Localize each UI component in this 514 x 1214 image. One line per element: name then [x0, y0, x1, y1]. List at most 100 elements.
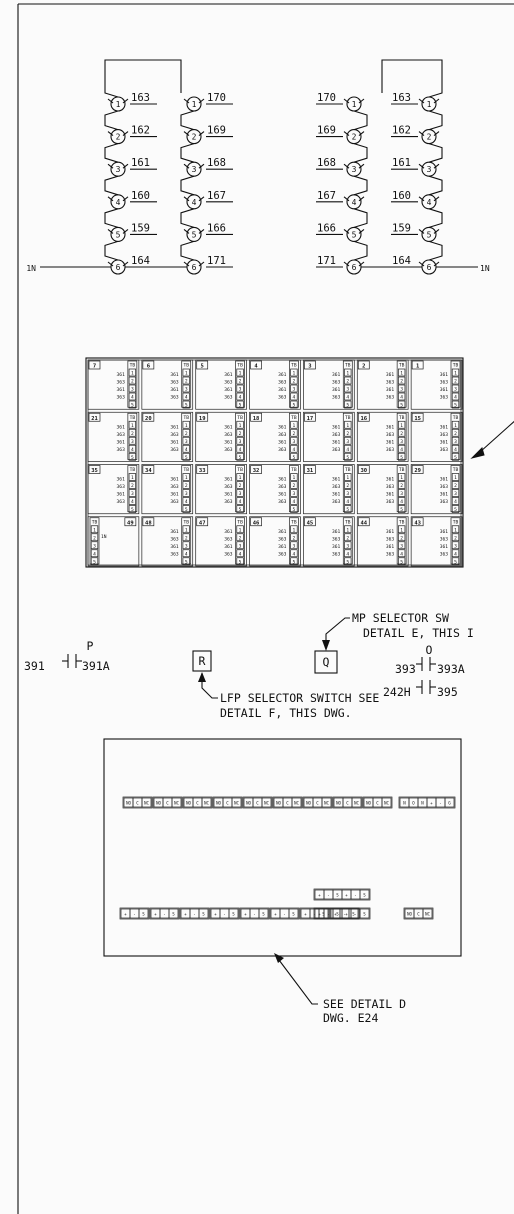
bottom-strip-label: - — [253, 911, 255, 916]
tb-terminal — [290, 428, 298, 437]
contact-number: 4 — [116, 198, 121, 207]
tb-strip — [396, 517, 407, 565]
tb-terminal — [344, 549, 352, 558]
tb-terminal — [451, 489, 460, 497]
tb-terminal-number: 5 — [293, 559, 296, 565]
cell-wire-label: 361 — [278, 387, 287, 393]
tb-terminal — [128, 489, 137, 497]
contact-arm — [358, 98, 365, 104]
relay-strip-frame — [272, 796, 303, 809]
cell-number: 43 — [414, 520, 421, 526]
tb-terminal-number: 4 — [239, 499, 242, 505]
bottom-strip-cell — [168, 908, 179, 919]
relay-strip-cell — [231, 797, 242, 808]
tb-strip — [181, 517, 192, 565]
cell-number: 19 — [199, 416, 206, 422]
feed-label: 1N — [480, 264, 490, 273]
cell-number-box — [88, 465, 101, 474]
tb-terminal — [290, 541, 298, 550]
tb-terminal — [344, 489, 352, 497]
tb-terminal — [182, 444, 190, 453]
tb-terminal — [451, 392, 460, 401]
cell-wire-label: 361 — [386, 387, 395, 393]
bottom-strip-label: + — [124, 911, 127, 916]
relay-strip-label: NO — [336, 800, 341, 805]
contact-number: 3 — [192, 165, 197, 174]
cell-wire-label: 363 — [440, 432, 449, 438]
cell-wire-label: 363 — [278, 380, 287, 386]
wire-label: 164 — [392, 255, 411, 267]
tb-label: TB — [291, 415, 297, 421]
cell-number-box — [304, 360, 316, 370]
upper-stack-strip-label: + — [318, 892, 321, 897]
tb-terminal-number: 2 — [185, 379, 188, 385]
tb-label: TB — [453, 467, 459, 473]
tb-terminal — [451, 533, 460, 542]
tb-terminal-number: 5 — [346, 507, 349, 513]
cell-wire-label: 361 — [332, 372, 341, 378]
tb-terminal — [182, 376, 190, 385]
top-right-strip-label: - — [439, 800, 441, 805]
tb-terminal — [451, 452, 460, 461]
relay-strip-label: NO — [276, 800, 281, 805]
cell-wire-label: 363 — [386, 395, 395, 401]
tb-terminal-number: 2 — [185, 431, 188, 437]
bottom-strip-frame — [179, 907, 210, 920]
ladder-link — [353, 175, 368, 196]
wire-label: 170 — [317, 92, 336, 104]
cell-wire-label: 361 — [224, 424, 233, 430]
contact-arm — [433, 228, 440, 234]
cell-number: 31 — [307, 468, 314, 474]
contact-arm — [358, 228, 365, 234]
relay-strip-label: C — [346, 800, 349, 805]
cell-number-box — [250, 517, 262, 527]
ladder-link — [428, 143, 443, 163]
tb-terminal-number: 4 — [239, 551, 242, 557]
relay-strip-cell — [351, 797, 362, 808]
cell-number: 6 — [147, 364, 151, 370]
tb-strip — [396, 412, 407, 460]
tb-terminal — [451, 376, 460, 385]
wire-label: 167 — [317, 190, 336, 202]
tb-terminal-number: 4 — [454, 447, 457, 453]
top-right-strip-label: G — [448, 800, 451, 805]
relay-strip-label: NC — [294, 800, 299, 805]
wire-label: 171 — [207, 255, 226, 267]
cell-wire-label: 363 — [386, 432, 395, 438]
bottom-strip-label: - — [193, 911, 195, 916]
tb-label: TB — [130, 415, 136, 421]
cell-number: 46 — [253, 520, 260, 526]
bottom-right-strip-cell — [359, 908, 370, 919]
contact-arm — [122, 196, 129, 202]
tb-label: TB — [453, 519, 459, 525]
tb-terminal-number: 1 — [293, 527, 296, 533]
top-right-strip-cell — [444, 797, 455, 808]
tb-terminal-number: 3 — [185, 387, 188, 393]
cell-number-box — [196, 517, 209, 527]
grid-cell — [141, 464, 194, 515]
tb-terminal-number: 3 — [400, 543, 403, 549]
tb-label: TB — [130, 363, 136, 369]
contact-number: 5 — [116, 230, 121, 239]
tb-terminal-number: 3 — [346, 543, 349, 549]
tb-terminal — [397, 444, 406, 453]
ladder-link — [104, 110, 119, 131]
lfp-note-line2: DETAIL F, THIS DWG. — [220, 706, 352, 720]
tb-terminal-number: 1 — [454, 423, 457, 429]
cell-wire-label: 361 — [170, 544, 179, 550]
cell-wire-label: 363 — [224, 551, 233, 557]
bottom-right-strip-label: + — [318, 911, 321, 916]
wire-label: 164 — [131, 255, 150, 267]
tb-strip — [289, 517, 299, 565]
panel-note-line2: DWG. E24 — [323, 1011, 378, 1025]
cell-number-box — [124, 517, 137, 527]
bottom-strip-frame — [119, 907, 150, 920]
tb-terminal — [128, 481, 137, 489]
tb-terminal-number: 1 — [293, 371, 296, 377]
ladder-link — [428, 175, 443, 196]
relay-strip-cell — [291, 797, 302, 808]
cell-wire-label: 363 — [332, 395, 341, 401]
cell-number: 35 — [91, 468, 98, 474]
tb-terminal-number: 2 — [293, 483, 296, 489]
tb-terminal-number: 2 — [400, 483, 403, 489]
